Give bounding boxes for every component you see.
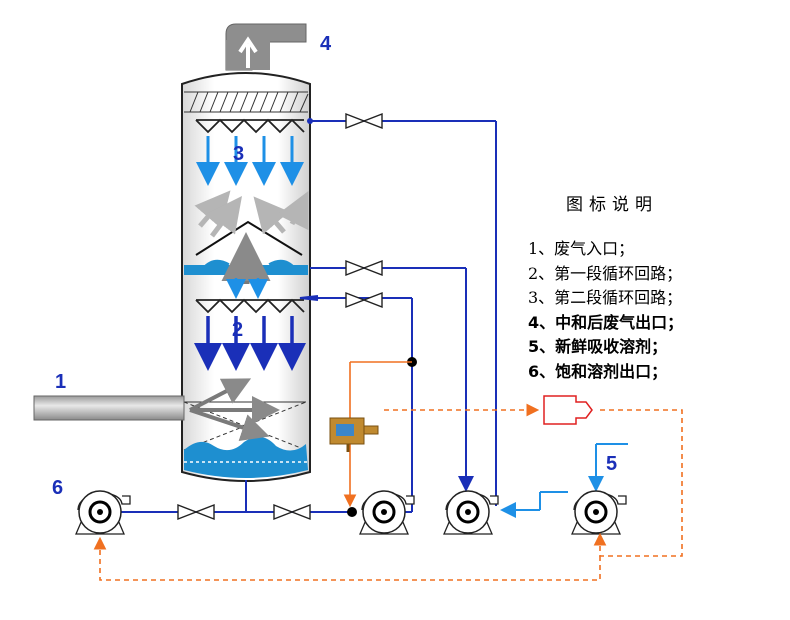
lower-return-arrowhead (299, 295, 319, 301)
valve-sump-right (273, 504, 311, 520)
legend-item: 3、第二段循环回路； (528, 288, 683, 307)
upper-spray-nozzle-bar (195, 118, 305, 134)
legend: 图标说明 1、废气入口； 2、第一段循环回路； 3、第二段循环回路； 4、中和后… (528, 190, 778, 384)
valve-sump-left (177, 504, 215, 520)
gas-rising-arrows-upper (194, 190, 309, 238)
legend-item: 1、废气入口； (528, 239, 635, 258)
upper-spray-arrows (196, 136, 304, 186)
valve-upper-recirc (345, 113, 383, 129)
valve-middle-draw (345, 260, 383, 276)
legend-title: 图标说明 (566, 195, 658, 215)
exhaust-outlet-duct (225, 23, 307, 71)
lower-spray-nozzle-bar (195, 298, 305, 314)
legend-item: 4、中和后废气出口； (528, 312, 684, 332)
valve-lower-recirc (345, 292, 383, 308)
label-first-loop-number: 2 (232, 319, 243, 341)
exhaust-up-arrow (238, 36, 258, 68)
pump-fresh-solvent (570, 489, 628, 536)
label-second-loop-number: 3 (233, 143, 244, 165)
sump-liquid (184, 436, 308, 478)
label-saturated-outlet-number: 6 (52, 477, 63, 499)
label-inlet-number: 1 (55, 371, 66, 393)
pipe-junction (347, 507, 357, 517)
gas-inlet-arrows (189, 378, 280, 441)
legend-item: 6、饱和溶剂出口； (528, 361, 668, 381)
lower-spray-arrows (194, 316, 306, 371)
label-outlet-number: 4 (320, 33, 332, 55)
collector-drip-arrows (226, 278, 268, 299)
upper-packing (195, 220, 303, 256)
pump-upper-recirc (442, 489, 500, 536)
analyzer-instrument (329, 417, 379, 452)
control-valve-actuator (543, 395, 593, 425)
gas-inlet-pipe (33, 395, 185, 421)
label-fresh-solvent-number: 5 (606, 453, 617, 475)
legend-item: 5、新鲜吸收溶剂； (528, 337, 668, 356)
fresh-solvent-line (500, 443, 628, 518)
demister-layer (184, 91, 309, 113)
legend-item: 2、第一段循环回路； (528, 263, 683, 283)
control-lines (93, 361, 683, 581)
